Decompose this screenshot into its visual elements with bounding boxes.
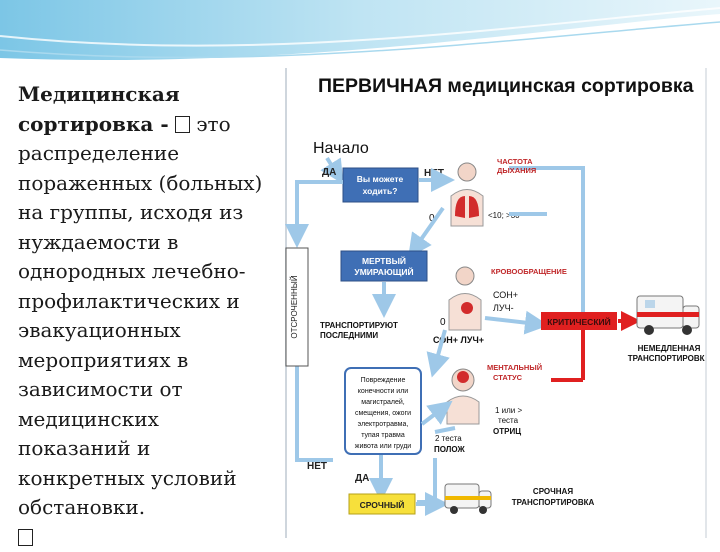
delayed-vertical-box [285, 247, 309, 367]
breathing-label: ЧАСТОТА [497, 157, 533, 166]
circ-down-arrow [426, 329, 450, 378]
definition-line: показаний и [18, 436, 151, 460]
dead-text: МЕРТВЫЙ [362, 255, 406, 266]
bullet-box-icon [174, 115, 190, 133]
injury-text: тупая травма [361, 432, 405, 439]
sop-pos-label: СОН+ [493, 290, 518, 300]
one-or-more-label: теста [498, 416, 519, 425]
header-wave-decoration [0, 0, 720, 61]
yes-label-top: ДА [322, 167, 336, 178]
definition-line: профилактических и [18, 288, 240, 313]
urgent-transport-label: ТРАНСПОРТИРОВКА [512, 498, 595, 507]
urgent-box [348, 493, 416, 515]
lungs-figure-icon [450, 162, 484, 227]
ambulance-icon-small [444, 483, 492, 514]
breath-down-arrow [408, 206, 445, 258]
zero-label: 0 [429, 213, 435, 224]
definition-line: обстановки. [18, 495, 146, 519]
definition-line: зависимости от [18, 377, 183, 401]
circ-critical-arrow [484, 310, 549, 335]
injury-text: конечности или [358, 388, 409, 395]
definition-line: медицинских [18, 406, 159, 431]
injury-text: Повреждение [361, 377, 406, 384]
injury-text: живота или груди [355, 443, 412, 450]
no-label-bottom: НЕТ [307, 461, 327, 472]
definition-line: пораженных (больных) [18, 170, 263, 195]
diagram-frame-right [705, 68, 707, 538]
definition-line: нуждаемости в [18, 229, 179, 254]
question-text: ходить? [363, 186, 398, 196]
critical-label: КРИТИЧЕСКИЙ [547, 316, 610, 327]
one-or-more-label: ОТРИЦ [493, 427, 521, 436]
bullet-box-icon [18, 528, 33, 546]
one-or-more-label: 1 или > [495, 406, 523, 415]
diagram-title: ПЕРВИЧНАЯ медицинская сортировка [318, 75, 694, 97]
mental-label: МЕНТАЛЬНЫЙ [487, 363, 542, 372]
yes-branch-line [285, 180, 343, 248]
delayed-vertical-label: ОТСРОЧЕННЫЙ [290, 275, 299, 338]
head-figure-icon [446, 368, 480, 425]
transport-last-label: ПОСЛЕДНИМИ [320, 331, 378, 340]
start-label: Начало [313, 140, 369, 157]
two-tests-label: ПОЛОЖ [434, 445, 466, 454]
definition-line: это [196, 111, 231, 136]
question-text: Вы можете [357, 174, 404, 184]
immediate-label: НЕМЕДЛЕННАЯ [638, 344, 701, 353]
can-walk-question-box [342, 167, 419, 203]
triage-diagram: ПЕРВИЧНАЯ медицинская сортировка Начало … [285, 75, 705, 516]
mental-label: СТАТУС [493, 373, 523, 382]
urgent-transport-label: СРОЧНАЯ [533, 487, 573, 496]
ambulance-icon [636, 295, 700, 335]
circulation-label: КРОВООБРАЩЕНИЕ [491, 267, 567, 276]
term: Медицинская сортировка - [18, 82, 180, 136]
injury-text: магистралей, [361, 398, 405, 406]
urgent-label: СРОЧНЫЙ [360, 499, 405, 510]
dead-dying-box [340, 250, 428, 282]
breathing-label: ДЫХАНИЯ [497, 166, 536, 175]
definition-text: Медицинская сортировка - это распределен… [18, 80, 286, 552]
sop-pos-label: ЛУЧ- [493, 303, 514, 313]
definition-line: однородных лечебно- [18, 259, 246, 283]
definition-line: на группы, исходя из [18, 200, 244, 224]
circulation-figure-icon [448, 266, 482, 331]
definition-line: мероприятиях в [18, 347, 189, 372]
definition-line: эвакуационных [18, 318, 181, 342]
no-label-top: НЕТ [424, 168, 444, 179]
injury-text: электротравма, [358, 421, 409, 428]
yes-label-bottom: ДА [355, 473, 369, 484]
critical-box [541, 312, 617, 330]
sop-neg-label: СОН+ ЛУЧ+ [433, 335, 484, 345]
injury-text: смещения, ожоги [355, 410, 411, 417]
breath-range-label: <10; >30 [488, 211, 520, 220]
definition-line: конкретных условий [18, 465, 237, 490]
two-tests-label: 2 теста [435, 434, 462, 443]
dead-text: УМИРАЮЩИЙ [354, 266, 413, 277]
injury-box [344, 367, 422, 455]
mental-to-two-tests-arrow [434, 426, 456, 434]
start-arrow [320, 156, 344, 185]
injury-to-mental-arrow [420, 400, 453, 426]
zero-label-2: 0 [440, 317, 446, 328]
definition-line: распределение [18, 141, 180, 165]
immediate-label: ТРАНСПОРТИРОВКА [628, 354, 705, 363]
transport-last-label: ТРАНСПОРТИРУЮТ [320, 321, 398, 330]
